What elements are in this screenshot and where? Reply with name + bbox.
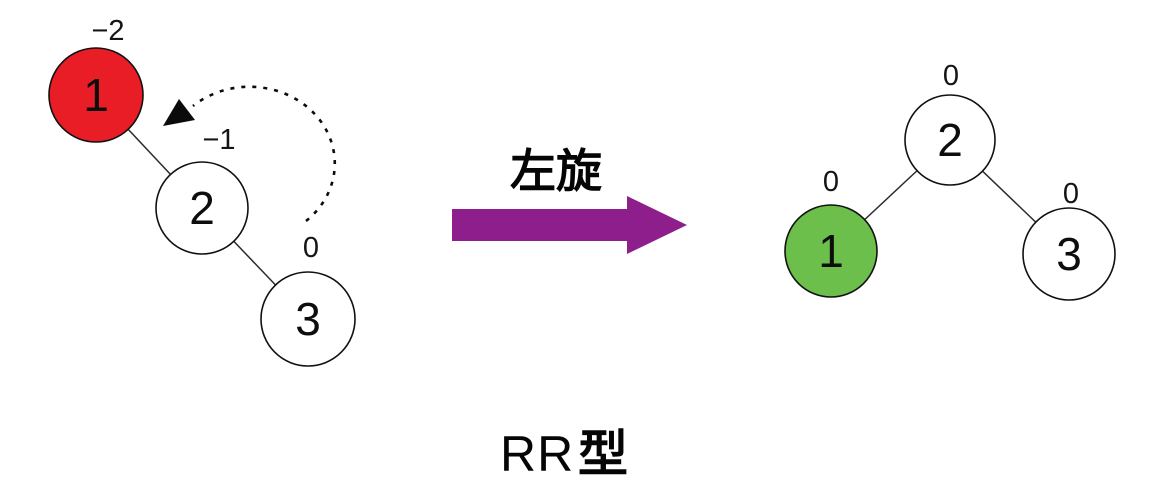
left-tree: 1 −2 2 −1 3 0 xyxy=(48,15,356,367)
right-tree: 2 0 1 0 3 0 xyxy=(784,60,1116,301)
balance-label-node1: −2 xyxy=(91,15,124,47)
node-value: 3 xyxy=(1056,228,1082,280)
right-node-3: 3 xyxy=(1022,207,1116,301)
rotation-arc xyxy=(163,85,337,223)
right-node-2: 2 xyxy=(904,94,996,186)
node-circle xyxy=(260,271,356,367)
node-circle xyxy=(155,161,249,255)
caption-rr: RR xyxy=(500,426,574,482)
node-value: 1 xyxy=(818,225,844,277)
node-circle xyxy=(48,47,144,143)
node-circle xyxy=(904,94,996,186)
right-node-1: 1 xyxy=(784,204,878,298)
node-value: 2 xyxy=(189,182,215,234)
node-circle xyxy=(784,204,878,298)
right-arrow-icon xyxy=(452,196,687,254)
left-node-3: 3 xyxy=(260,271,356,367)
rotation-arrow: 左旋 xyxy=(452,145,687,254)
balance-label-node3: 0 xyxy=(303,232,319,264)
balance-label-node3: 0 xyxy=(1063,178,1079,210)
node-value: 2 xyxy=(937,114,963,166)
caption: RR 型 xyxy=(500,426,628,482)
caption-type: 型 xyxy=(578,426,628,482)
rotation-label: 左旋 xyxy=(510,145,602,197)
balance-label-node2: 0 xyxy=(943,60,959,92)
left-node-1: 1 xyxy=(48,47,144,143)
node-value: 3 xyxy=(295,293,321,345)
balance-label-node2: −1 xyxy=(202,124,235,156)
rotation-arrowhead-icon xyxy=(163,99,195,126)
left-node-2: 2 xyxy=(155,161,249,255)
rotation-arc-path xyxy=(192,85,337,223)
node-circle xyxy=(1022,207,1116,301)
balance-label-node1: 0 xyxy=(823,166,839,198)
node-value: 1 xyxy=(83,69,109,121)
